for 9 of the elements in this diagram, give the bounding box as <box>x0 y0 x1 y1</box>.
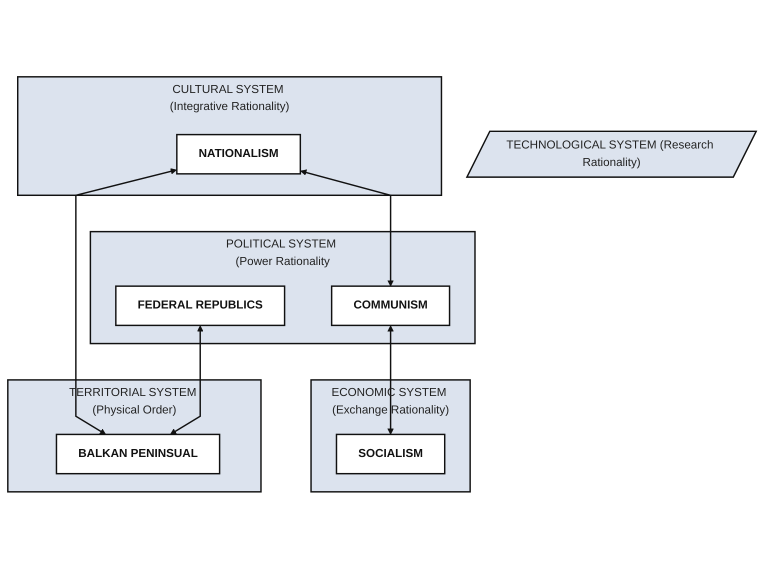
arrow <box>75 168 177 434</box>
node-box: FEDERAL REPUBLICS <box>115 285 286 326</box>
arrow <box>387 325 394 434</box>
arrow <box>300 169 394 286</box>
node-box: COMMUNISM <box>330 285 450 326</box>
node-box: NATIONALISM <box>176 134 302 174</box>
node-box: SOCIALISM <box>336 433 446 474</box>
arrow <box>170 325 204 434</box>
node-box: BALKAN PENINSUAL <box>56 433 220 474</box>
